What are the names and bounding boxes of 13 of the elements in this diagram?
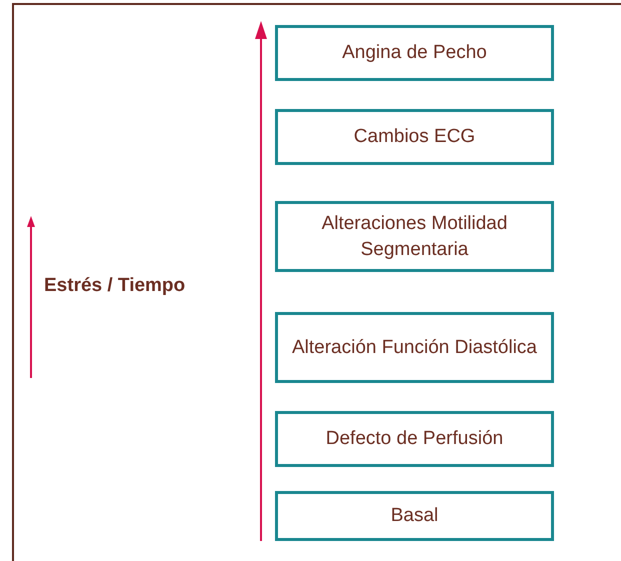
stage-box xyxy=(275,25,554,81)
stage-text: Basal xyxy=(390,504,438,528)
stage-box xyxy=(275,491,554,541)
stage-text: Defecto de Perfusión xyxy=(326,427,504,451)
stage-text: Alteraciones Motilidad Segmentaria xyxy=(320,212,508,262)
stage-box xyxy=(275,312,554,383)
stage-box xyxy=(275,201,554,272)
stage-box xyxy=(275,411,554,467)
stage-text: Cambios ECG xyxy=(354,125,476,149)
stage-box xyxy=(275,109,554,165)
axis-label: Estrés / Tiempo xyxy=(44,274,186,298)
stage-text: Angina de Pecho xyxy=(342,41,487,65)
stage-text: Alteración Función Diastólica xyxy=(292,336,537,360)
